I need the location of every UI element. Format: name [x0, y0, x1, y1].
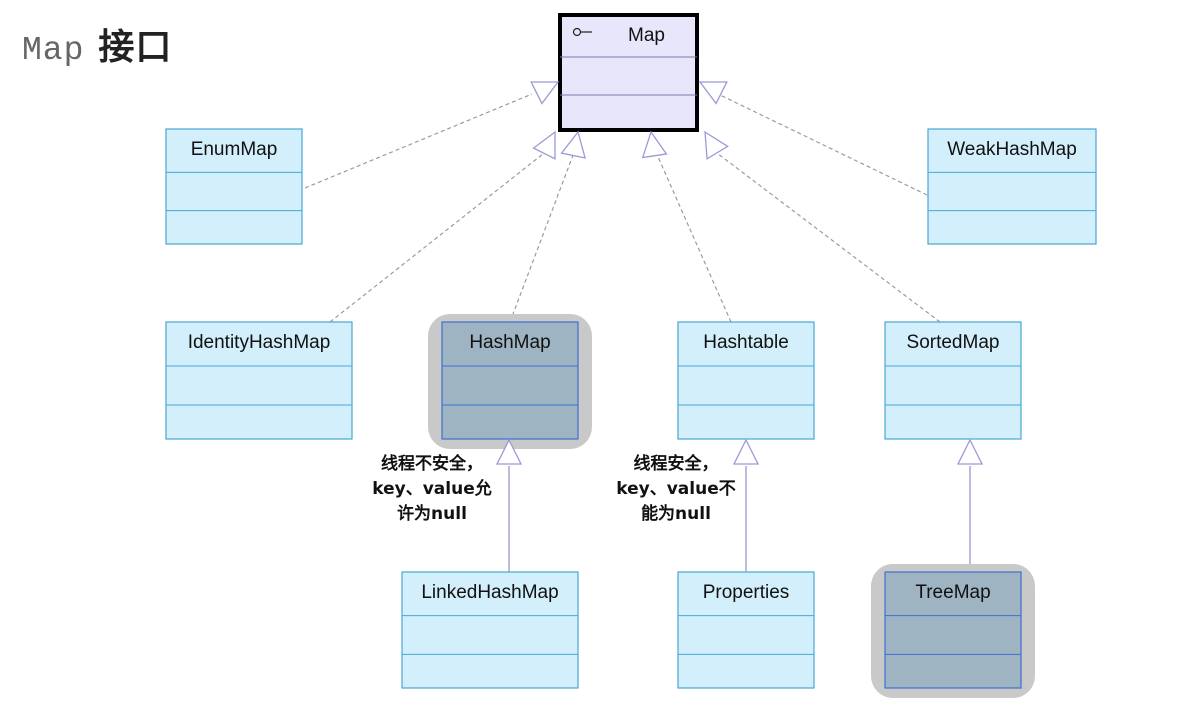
arrow-properties-icon — [732, 438, 760, 465]
class-box-frame — [927, 128, 1097, 245]
class-box-frame — [165, 128, 303, 245]
relationship-line-4 — [654, 149, 732, 323]
class-name-linkedhashmap: LinkedHashMap — [421, 582, 558, 603]
relationship-line-2 — [329, 149, 549, 323]
class-name-sortedmap: SortedMap — [907, 332, 1000, 353]
note-hashmap-line: 线程不安全， — [381, 453, 483, 474]
class-box-frame — [677, 571, 815, 689]
class-box-identityhashmap[interactable]: IdentityHashMap — [165, 321, 353, 440]
arrow-sortedmap-icon — [704, 130, 729, 160]
arrow-hashtable-icon — [641, 130, 668, 159]
class-box-properties[interactable]: Properties — [677, 571, 815, 689]
interface-lollipop-icon — [572, 27, 592, 37]
arrow-hashmap-icon — [560, 130, 586, 159]
relationship-lines — [304, 93, 971, 572]
class-box-frame — [884, 571, 1022, 689]
class-box-linkedhashmap[interactable]: LinkedHashMap — [401, 571, 579, 689]
class-box-weakhashmap[interactable]: WeakHashMap — [927, 128, 1097, 245]
class-box-frame — [884, 321, 1022, 440]
note-hashtable-line: key、value不 — [616, 479, 735, 499]
class-name-hashtable: Hashtable — [703, 332, 789, 353]
arrow-identityhashmap-icon — [532, 130, 556, 160]
class-name-weakhashmap: WeakHashMap — [947, 139, 1077, 160]
class-box-enummap[interactable]: EnumMap — [165, 128, 303, 245]
relationship-line-1 — [717, 93, 928, 196]
title-suffix: 接口 — [98, 27, 173, 68]
class-box-frame — [677, 321, 815, 440]
title-prefix: Map — [22, 32, 85, 69]
arrow-linkedhashmap-icon — [495, 438, 523, 465]
arrow-weakhashmap-icon — [698, 81, 728, 105]
class-box-hashtable[interactable]: Hashtable — [677, 321, 815, 440]
class-box-treemap[interactable]: TreeMap — [871, 564, 1035, 698]
note-hashtable-line: 线程安全， — [634, 453, 719, 474]
note-hashmap-line: key、value允 — [372, 478, 491, 499]
interface-frame — [558, 13, 699, 132]
note-hashmap-line: 许为null — [397, 503, 467, 524]
class-box-frame — [441, 321, 579, 440]
relationship-line-5 — [712, 149, 941, 323]
class-box-frame — [401, 571, 579, 689]
class-name-hashmap: HashMap — [469, 332, 550, 353]
relationship-line-3 — [509, 149, 576, 323]
relationship-line-0 — [304, 93, 533, 189]
arrow-enummap-icon — [530, 81, 560, 105]
class-box-sortedmap[interactable]: SortedMap — [884, 321, 1022, 440]
page-title: Map 接口 — [22, 18, 172, 70]
class-name-enummap: EnumMap — [191, 139, 278, 160]
class-name-identityhashmap: IdentityHashMap — [188, 332, 331, 353]
arrow-treemap-icon — [956, 438, 984, 465]
note-hashtable-line: 能为null — [641, 503, 711, 524]
class-name-properties: Properties — [703, 582, 790, 603]
class-box-frame — [165, 321, 353, 440]
class-name-treemap: TreeMap — [915, 582, 990, 603]
interface-box-map[interactable]: Map — [558, 13, 699, 132]
interface-name: Map — [628, 25, 665, 46]
class-box-hashmap[interactable]: HashMap — [428, 314, 592, 449]
inheritance-arrows — [495, 81, 984, 465]
